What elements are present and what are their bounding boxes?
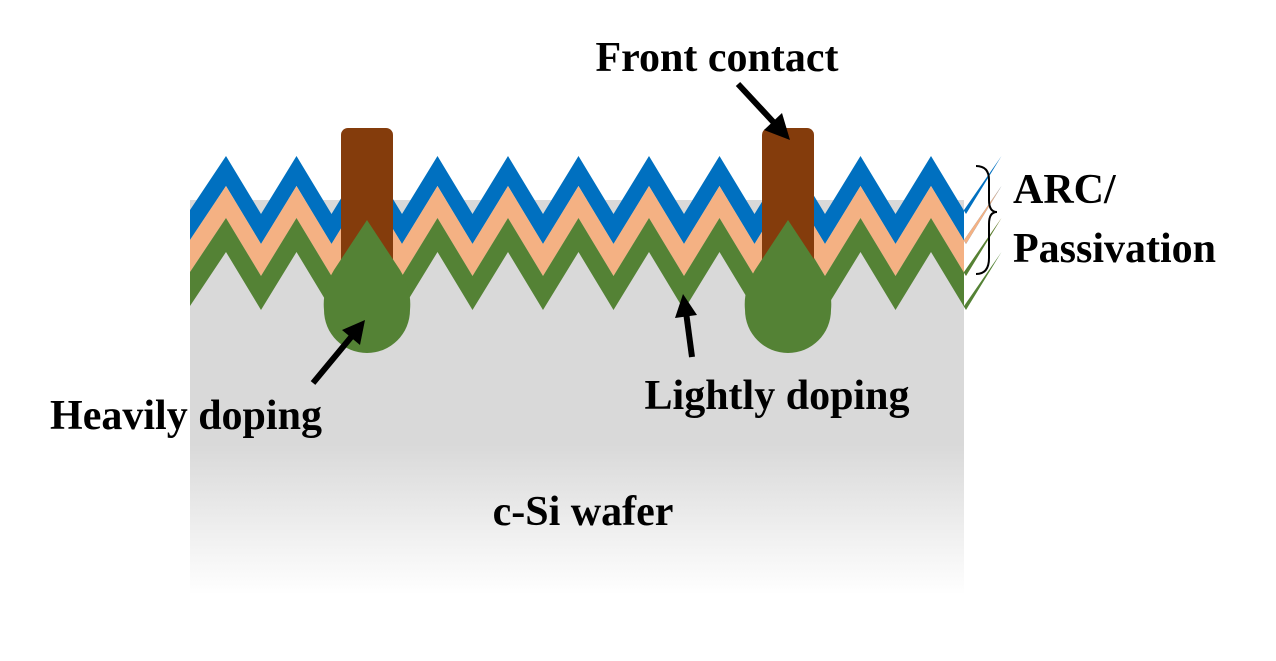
arrow-front-contact bbox=[735, 81, 790, 140]
front-contact-right bbox=[762, 128, 814, 268]
label-front-contact: Front contact bbox=[596, 35, 839, 81]
label-wafer: c-Si wafer bbox=[493, 489, 674, 535]
arrow-lightly-doping bbox=[675, 294, 697, 358]
front-contact-left bbox=[341, 128, 393, 268]
label-lightly-doping: Lightly doping bbox=[645, 373, 910, 419]
label-heavily-doping: Heavily doping bbox=[50, 393, 322, 439]
heavily-doped-region-right bbox=[744, 220, 832, 353]
arrow-heavily-doping bbox=[310, 320, 365, 385]
heavily-doped-region-left bbox=[323, 220, 411, 353]
arc-passivation-brace bbox=[975, 165, 998, 275]
label-arc: ARC/ bbox=[1013, 167, 1117, 213]
label-passivation: Passivation bbox=[1013, 226, 1216, 272]
